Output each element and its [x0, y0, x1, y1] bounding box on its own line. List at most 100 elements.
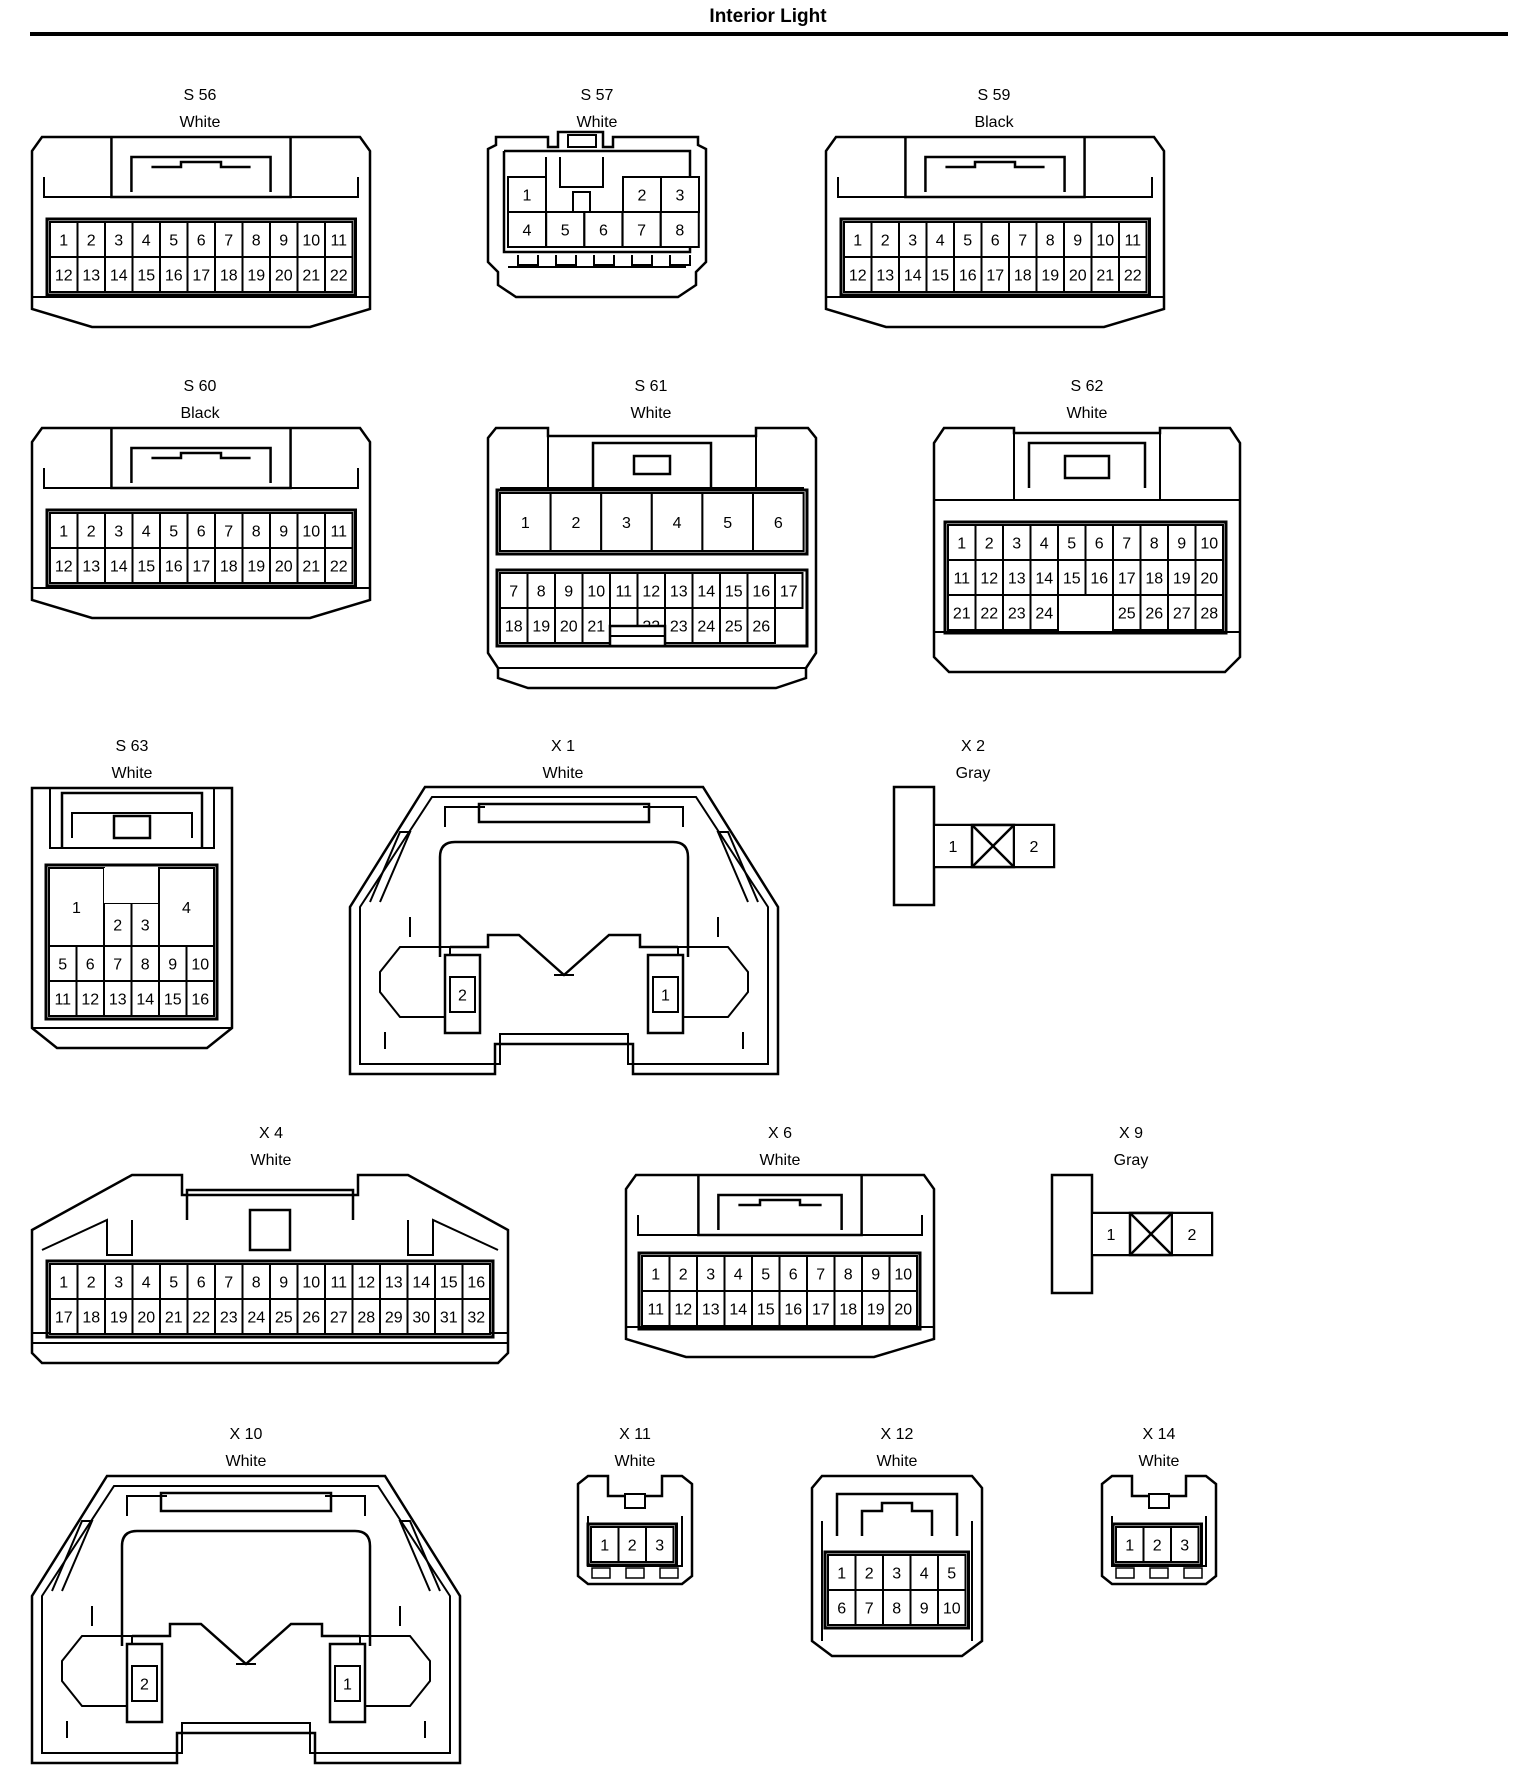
s63-pin-4: 4: [182, 900, 191, 917]
x4-pin-10: 10: [302, 1275, 320, 1292]
x6-pin-16-cell: [778, 1290, 808, 1327]
x4-pin-26-cell: [296, 1298, 326, 1335]
s61-pin-23: 23: [670, 619, 688, 636]
s62-pin-2: 2: [985, 536, 994, 553]
s62-pin-4: 4: [1040, 536, 1049, 553]
s62-pin-11-cell: [947, 559, 977, 596]
s57-id-label: S 57: [581, 87, 614, 104]
s60-pin-18: 18: [220, 559, 238, 576]
x4-pin-16: 16: [467, 1275, 485, 1292]
s60-pin-20-cell: [269, 547, 299, 584]
s61-pin-20: 20: [560, 619, 578, 636]
s62-pin-12: 12: [980, 571, 998, 588]
x4-pin-3-cell: [104, 1263, 134, 1300]
x12-pin-4: 4: [920, 1566, 929, 1583]
s63-pin-12: 12: [81, 992, 99, 1009]
s62-pin-22: 22: [980, 606, 998, 623]
s59-pin-19: 19: [1041, 268, 1059, 285]
x10-pin-1-cell: [334, 1665, 361, 1702]
x4-pin-6: 6: [197, 1275, 206, 1292]
x4-pin-11-cell: [324, 1263, 354, 1300]
s59-color-label: Black: [974, 114, 1014, 131]
s56-pin-15: 15: [137, 268, 155, 285]
s62-pin-8-cell: [1139, 524, 1169, 561]
s59-pin-8: 8: [1046, 233, 1055, 250]
x4-pin-30-cell: [406, 1298, 436, 1335]
s56-pin-20-cell: [269, 256, 299, 293]
x6-pin-14-cell: [723, 1290, 753, 1327]
x6-pin-19: 19: [867, 1302, 885, 1319]
x4-pin-22-cell: [186, 1298, 216, 1335]
s62-pin-26-cell: [1139, 594, 1169, 631]
s61-pin-15-cell: [719, 572, 749, 609]
s56-color-label: White: [180, 114, 221, 131]
x2-pin-2: 2: [1030, 839, 1039, 856]
x4-pin-23-cell: [214, 1298, 244, 1335]
x14-color-label: White: [1139, 1453, 1180, 1470]
x4-pin-26: 26: [302, 1310, 320, 1327]
x4-pin-4: 4: [142, 1275, 151, 1292]
s56-pin-21: 21: [302, 268, 320, 285]
s56-pin-19: 19: [247, 268, 265, 285]
s59-pin-12-cell: [843, 256, 873, 293]
s60-pin-6: 6: [197, 524, 206, 541]
s56-pin-20: 20: [275, 268, 293, 285]
s59-pin-9: 9: [1073, 233, 1082, 250]
s61-pin-15: 15: [725, 584, 743, 601]
x4-pin-20: 20: [137, 1310, 155, 1327]
s59-pin-7: 7: [1018, 233, 1027, 250]
s63-pin-16-cell: [185, 980, 215, 1017]
s56-pin-7-cell: [214, 221, 244, 258]
x4-pin-25: 25: [275, 1310, 293, 1327]
s61-pin-12: 12: [642, 584, 660, 601]
x4-pin-27: 27: [330, 1310, 348, 1327]
s62-pin-25: 25: [1118, 606, 1136, 623]
x4-pin-4-cell: [131, 1263, 161, 1300]
s62-pin-5-cell: [1057, 524, 1087, 561]
x6-pin-18: 18: [839, 1302, 857, 1319]
s56-id-label: S 56: [184, 87, 217, 104]
s56-pin-13: 13: [82, 268, 100, 285]
s59-id-label: S 59: [978, 87, 1011, 104]
s60-pin-17: 17: [192, 559, 210, 576]
s56-pin-15-cell: [131, 256, 161, 293]
x11-id-label: X 11: [619, 1426, 651, 1443]
s56-pin-2: 2: [87, 233, 96, 250]
x2-pin-1-cell: [933, 824, 973, 868]
x4-pin-3: 3: [114, 1275, 123, 1292]
page-title: Interior Light: [709, 6, 827, 27]
s60-pin-4: 4: [142, 524, 151, 541]
x11-pin-1-cell: [590, 1526, 620, 1563]
x4-pin-2: 2: [87, 1275, 96, 1292]
x4-pin-16-cell: [461, 1263, 491, 1300]
s62-pin-14: 14: [1035, 571, 1053, 588]
x6-pin-12-cell: [668, 1290, 698, 1327]
s56-pin-3: 3: [114, 233, 123, 250]
x12-pin-8: 8: [892, 1601, 901, 1618]
s57-pin-8-cell: [659, 211, 700, 248]
s57-pin-5-cell: [545, 211, 586, 248]
x14-pin-2: 2: [1153, 1538, 1162, 1555]
s61-pin-10: 10: [587, 584, 605, 601]
s59-pin-11: 11: [1124, 233, 1141, 250]
s61-pin-19-cell: [526, 607, 556, 644]
s63-pin-10-cell: [185, 945, 215, 982]
s59-pin-22: 22: [1124, 268, 1142, 285]
s61-pin-26-cell: [746, 607, 776, 644]
s63-color-label: White: [112, 765, 153, 782]
x2-pin-2-cell: [1013, 824, 1055, 868]
x6-pin-14: 14: [729, 1302, 747, 1319]
s63-pin-10: 10: [191, 957, 209, 974]
s61-pin-8: 8: [537, 584, 546, 601]
s62-pin-3-cell: [1002, 524, 1032, 561]
s63-id-label: S 63: [116, 738, 149, 755]
s62-pin-7: 7: [1122, 536, 1131, 553]
s60-pin-3: 3: [114, 524, 123, 541]
s61-pin-11-cell: [609, 572, 639, 609]
x6-pin-17: 17: [812, 1302, 830, 1319]
s61-pin-4: 4: [673, 515, 682, 532]
s56-pin-11: 11: [330, 233, 347, 250]
s56-pin-10: 10: [302, 233, 320, 250]
